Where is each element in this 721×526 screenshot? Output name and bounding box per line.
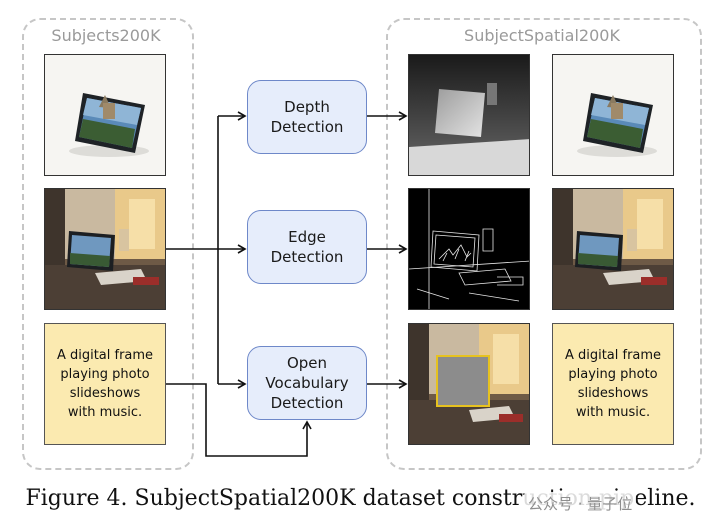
open-vocab-scene-image xyxy=(408,323,530,445)
edge-map-image xyxy=(408,188,530,310)
open-vocabulary-detection-box: Open Vocabulary Detection xyxy=(247,346,367,420)
subjects200k-group xyxy=(22,18,194,470)
text-to-openvocab-arrow xyxy=(166,383,312,457)
output-tablet-image xyxy=(552,54,674,176)
input-scene-image xyxy=(44,188,166,310)
input-caption-card: A digital frame playing photo slideshows… xyxy=(44,323,166,445)
subjects200k-title: Subjects200K xyxy=(51,26,161,45)
subjectspatial200k-group xyxy=(386,18,702,470)
watermark-label: 公众号 · 量子位 xyxy=(524,492,637,515)
depth-map-image xyxy=(408,54,530,176)
output-caption-card: A digital frame playing photo slideshows… xyxy=(552,323,674,445)
edge-detection-box: Edge Detection xyxy=(247,210,367,284)
input-tablet-image xyxy=(44,54,166,176)
output-scene-image xyxy=(552,188,674,310)
subjectspatial200k-title: SubjectSpatial200K xyxy=(464,26,620,45)
depth-detection-box: Depth Detection xyxy=(247,80,367,154)
